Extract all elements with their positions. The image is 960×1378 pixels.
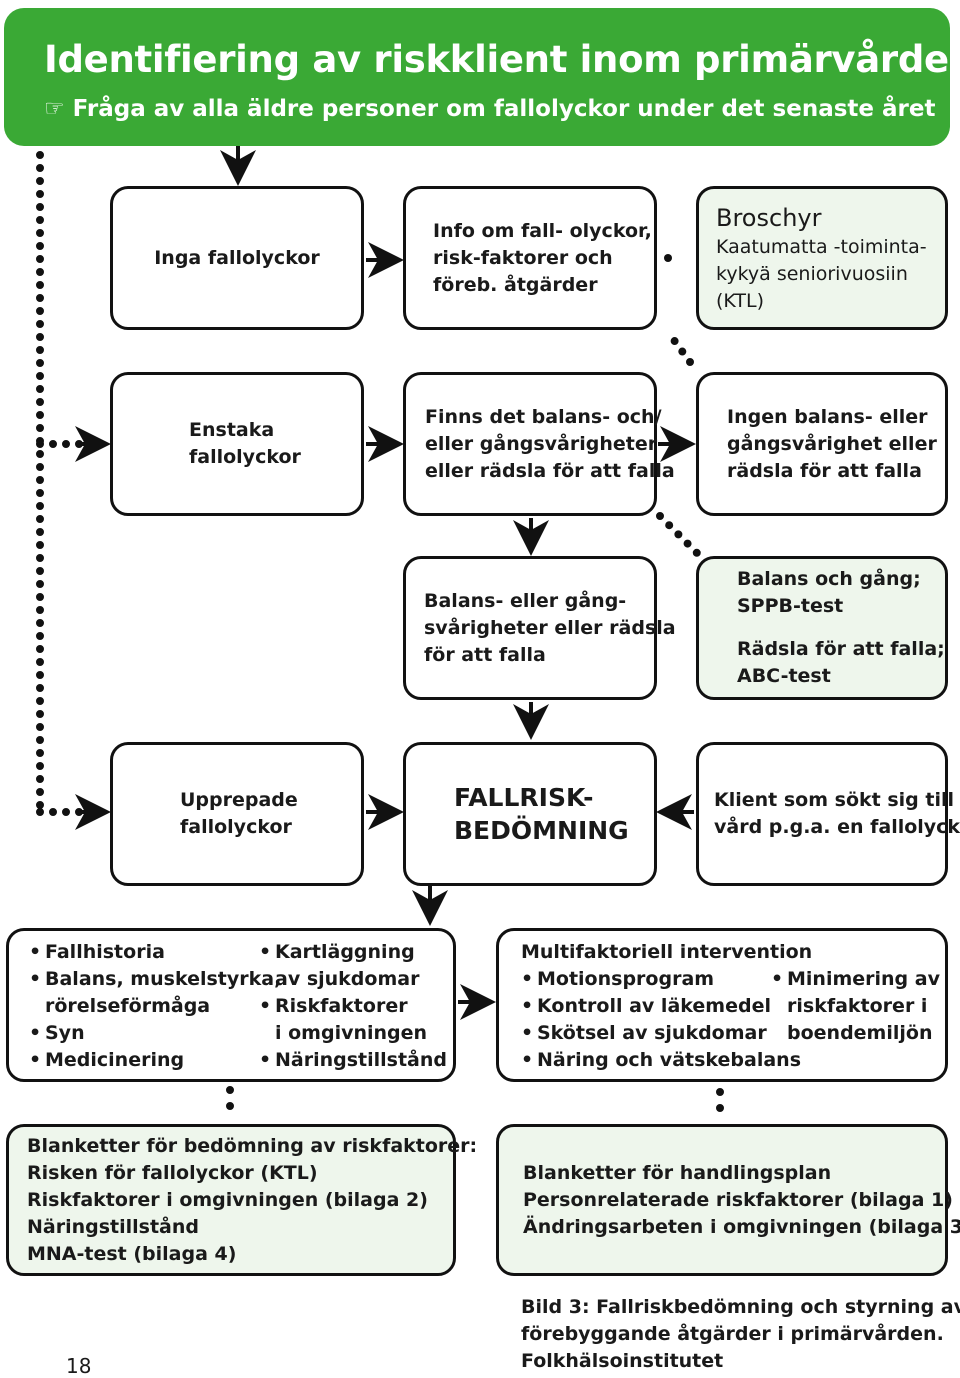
dotted-no-difficulty-to-tests <box>656 512 704 560</box>
box-difficulty: Balans- eller gång- svårigheter eller rä… <box>403 556 676 700</box>
single-falls-line: fallolyckor <box>189 446 301 468</box>
plan-line: Blanketter för handlingsplan <box>523 1161 832 1184</box>
single-falls-line: Enstaka <box>189 419 275 441</box>
no-falls-label: Inga fallolyckor <box>154 246 320 269</box>
client-line: vård p.g.a. en fallolycka <box>714 816 960 838</box>
list-item: Motionsprogram <box>521 966 801 993</box>
difficulty-line: Balans- eller gång- <box>424 589 627 612</box>
list-item: av sjukdomar <box>275 968 420 990</box>
list-item: Syn <box>29 1020 281 1047</box>
list-item: Minimering av <box>771 966 940 993</box>
info-line: Info om fall- olyckor, <box>433 219 652 242</box>
tests-line: Balans och gång; <box>737 568 921 590</box>
list-item: Skötsel av sjukdomar <box>521 1020 801 1047</box>
brochure-line: Kaatumatta -toiminta- <box>716 235 927 258</box>
intervention-title: Multifaktoriell intervention <box>521 941 813 963</box>
assessment-line: FALLRISK- <box>454 783 594 812</box>
caption-line: Bild 3: Fallriskbedömning och styrning a… <box>521 1296 960 1318</box>
caption-line: förebyggande åtgärder i primärvården. <box>521 1323 944 1345</box>
box-single-falls: Enstaka fallolyckor <box>110 372 364 516</box>
box-assessment-items: Fallhistoria Balans, muskelstyrka, rörel… <box>6 928 456 1082</box>
list-item: Näring och vätskebalans <box>521 1047 801 1074</box>
no-difficulty-line: gångsvårighet eller <box>727 432 937 455</box>
intervention-list-col2: Minimering av riskfaktorer i boendemiljö… <box>771 966 940 1047</box>
box-assessment-forms: Blanketter för bedömning av riskfaktorer… <box>6 1124 478 1276</box>
plan-line: Personrelaterade riskfaktorer (bilaga 1) <box>523 1188 953 1211</box>
box-no-difficulty: Ingen balans- eller gångsvårighet eller … <box>696 372 948 516</box>
list-item: Riskfaktorer <box>259 993 447 1020</box>
repeated-falls-line: fallolyckor <box>180 816 292 838</box>
page-number: 18 <box>66 1354 92 1378</box>
forms-line: Risken för fallolyckor (KTL) <box>27 1161 318 1184</box>
list-item: Näringstillstånd <box>259 1047 447 1074</box>
info-line: risk-faktorer och <box>433 246 613 269</box>
header-subtitle: ☞ Fråga av alla äldre personer om falloly… <box>44 96 935 122</box>
info-line: föreb. åtgärder <box>433 273 598 296</box>
box-fall-info: Info om fall- olyckor, risk-faktorer och… <box>403 186 657 330</box>
intervention-list-col1: Motionsprogram Kontroll av läkemedel Skö… <box>521 966 801 1074</box>
no-difficulty-line: rädsla för att falla <box>727 459 922 482</box>
tests-line: SPPB-test <box>737 595 844 617</box>
box-fall-risk-assessment: FALLRISK- BEDÖMNING <box>403 742 657 886</box>
list-item: rörelseförmåga <box>45 995 211 1017</box>
assessment-line: BEDÖMNING <box>454 816 629 845</box>
repeated-falls-line: Upprepade <box>180 789 298 811</box>
box-difficulty-question: Finns det balans- och/ eller gångsvårigh… <box>403 372 675 516</box>
subtitle-text: Fråga av alla äldre personer om fallolyc… <box>72 96 936 122</box>
header-banner: Identifiering av riskklient inom primärv… <box>4 8 960 146</box>
question-line: Finns det balans- och/ <box>425 405 662 428</box>
forms-line: Riskfaktorer i omgivningen (bilaga 2) <box>27 1188 428 1211</box>
list-item: i omgivningen <box>275 1022 428 1044</box>
list-item: Kartläggning <box>259 939 447 966</box>
box-brochure: Broschyr Kaatumatta -toiminta- kykyä sen… <box>696 186 948 330</box>
plan-line: Ändringsarbeten i omgivningen (bilaga 3) <box>523 1215 960 1238</box>
box-no-falls: Inga fallolyckor <box>110 186 364 330</box>
box-tests: Balans och gång; SPPB-test Rädsla för at… <box>696 556 948 700</box>
figure-caption: Bild 3: Fallriskbedömning och styrning a… <box>521 1294 960 1375</box>
list-item: Fallhistoria <box>29 939 281 966</box>
list-item: Medicinering <box>29 1047 281 1074</box>
brochure-title: Broschyr <box>716 203 822 232</box>
box-client: Klient som sökt sig till vård p.g.a. en … <box>696 742 960 886</box>
question-line: eller rädsla för att falla <box>425 459 675 482</box>
brochure-line: kykyä seniorivuosiin <box>716 262 908 285</box>
list-item: riskfaktorer i <box>787 995 928 1017</box>
box-action-plan-forms: Blanketter för handlingsplan Personrelat… <box>496 1124 960 1276</box>
pointing-hand-icon: ☞ <box>44 96 65 122</box>
box-repeated-falls: Upprepade fallolyckor <box>110 742 364 886</box>
brochure-line: (KTL) <box>716 289 765 312</box>
list-item: Kontroll av läkemedel <box>521 993 801 1020</box>
tests-line: Rädsla för att falla; <box>737 638 945 660</box>
assessment-list-col1: Fallhistoria Balans, muskelstyrka, rörel… <box>29 939 281 1074</box>
list-item: Balans, muskelstyrka, <box>29 966 281 993</box>
caption-line: Folkhälsoinstitutet <box>521 1350 724 1372</box>
no-difficulty-line: Ingen balans- eller <box>727 405 928 428</box>
dotted-brochure-to-info <box>664 328 694 366</box>
assessment-list-col2: Kartläggning av sjukdomar Riskfaktorer i… <box>259 939 447 1074</box>
tests-line: ABC-test <box>737 665 831 687</box>
list-item: boendemiljön <box>787 1022 933 1044</box>
forms-line: Näringstillstånd <box>27 1215 200 1238</box>
forms-line: Blanketter för bedömning av riskfaktorer… <box>27 1134 478 1157</box>
box-multifactorial-intervention: Multifaktoriell intervention Motionsprog… <box>496 928 948 1082</box>
difficulty-line: för att falla <box>424 643 546 666</box>
forms-line: MNA-test (bilaga 4) <box>27 1242 237 1265</box>
question-line: eller gångsvårigheter <box>425 432 658 455</box>
client-line: Klient som sökt sig till <box>714 789 954 811</box>
difficulty-line: svårigheter eller rädsla <box>424 616 676 639</box>
page-title: Identifiering av riskklient inom primärv… <box>44 38 960 81</box>
